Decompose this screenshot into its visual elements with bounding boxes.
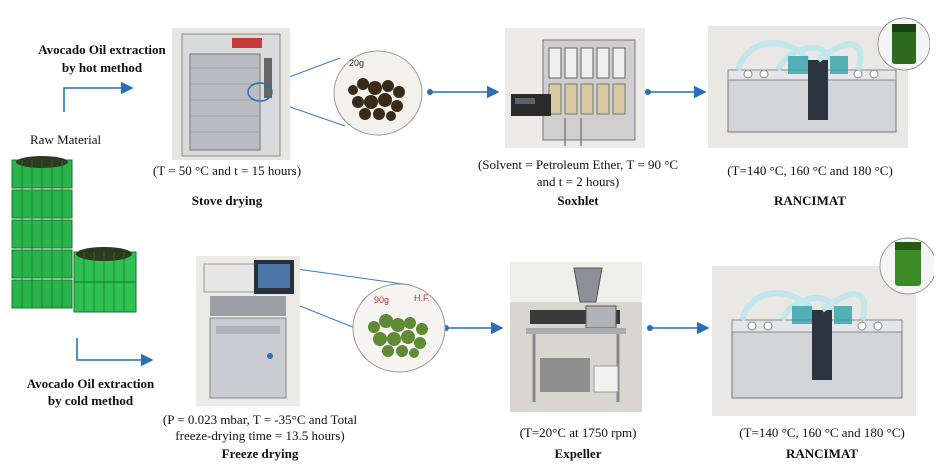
rancimat-image-cold <box>712 237 934 416</box>
soxhlet-image <box>505 28 645 148</box>
rancimat-conditions-cold: (T=140 °C, 160 °C and 180 °C) <box>739 425 905 440</box>
soxhlet-conditions-line2: and t = 2 hours) <box>536 174 620 189</box>
freeze-drying-conditions-line1: (P = 0.023 mbar, T = -35°C and Total <box>162 412 358 427</box>
stove-drying-image <box>172 28 290 160</box>
expeller-name: Expeller <box>554 446 602 461</box>
freeze-dried-pulp-bag-image: 90g H.F. <box>352 283 446 373</box>
rancimat-name-hot: RANCIMAT <box>774 193 846 208</box>
hot-method-title-line1: Avocado Oil extraction <box>38 42 166 57</box>
freeze-drying-conditions-line2: freeze-drying time = 13.5 hours) <box>175 428 345 443</box>
stove-drying-conditions: (T = 50 °C and t = 15 hours) <box>152 163 302 178</box>
hot-branch-arrow <box>63 81 134 112</box>
soxhlet-conditions-line1: (Solvent = Petroleum Ether, T = 90 °C <box>477 157 679 172</box>
expeller-conditions: (T=20°C at 1750 rpm) <box>519 425 637 440</box>
raw-material-label: Raw Material <box>30 132 102 147</box>
rancimat-conditions-hot: (T=140 °C, 160 °C and 180 °C) <box>727 163 893 178</box>
cold-method-title-line2: by cold method <box>47 393 134 408</box>
freeze-drying-name: Freeze drying <box>221 446 299 461</box>
hot-method-title-line2: by hot method <box>61 60 143 75</box>
hot-bag-label: 20g <box>349 58 364 68</box>
cold-branch-arrow <box>76 338 154 367</box>
raw-material-crates-image <box>11 156 137 313</box>
cold-bag-label-left: 90g <box>374 295 389 305</box>
cold-bag-label-right: H.F. <box>414 293 430 303</box>
rancimat-image-hot <box>708 17 930 148</box>
dried-pulp-bag-image: 20g <box>333 50 423 136</box>
expeller-image <box>510 262 642 412</box>
soxhlet-name: Soxhlet <box>557 193 599 208</box>
cold-method-title-line1: Avocado Oil extraction <box>26 376 155 391</box>
rancimat-name-cold: RANCIMAT <box>786 446 858 461</box>
freeze-drying-image <box>196 256 300 406</box>
stove-drying-name: Stove drying <box>191 193 263 208</box>
